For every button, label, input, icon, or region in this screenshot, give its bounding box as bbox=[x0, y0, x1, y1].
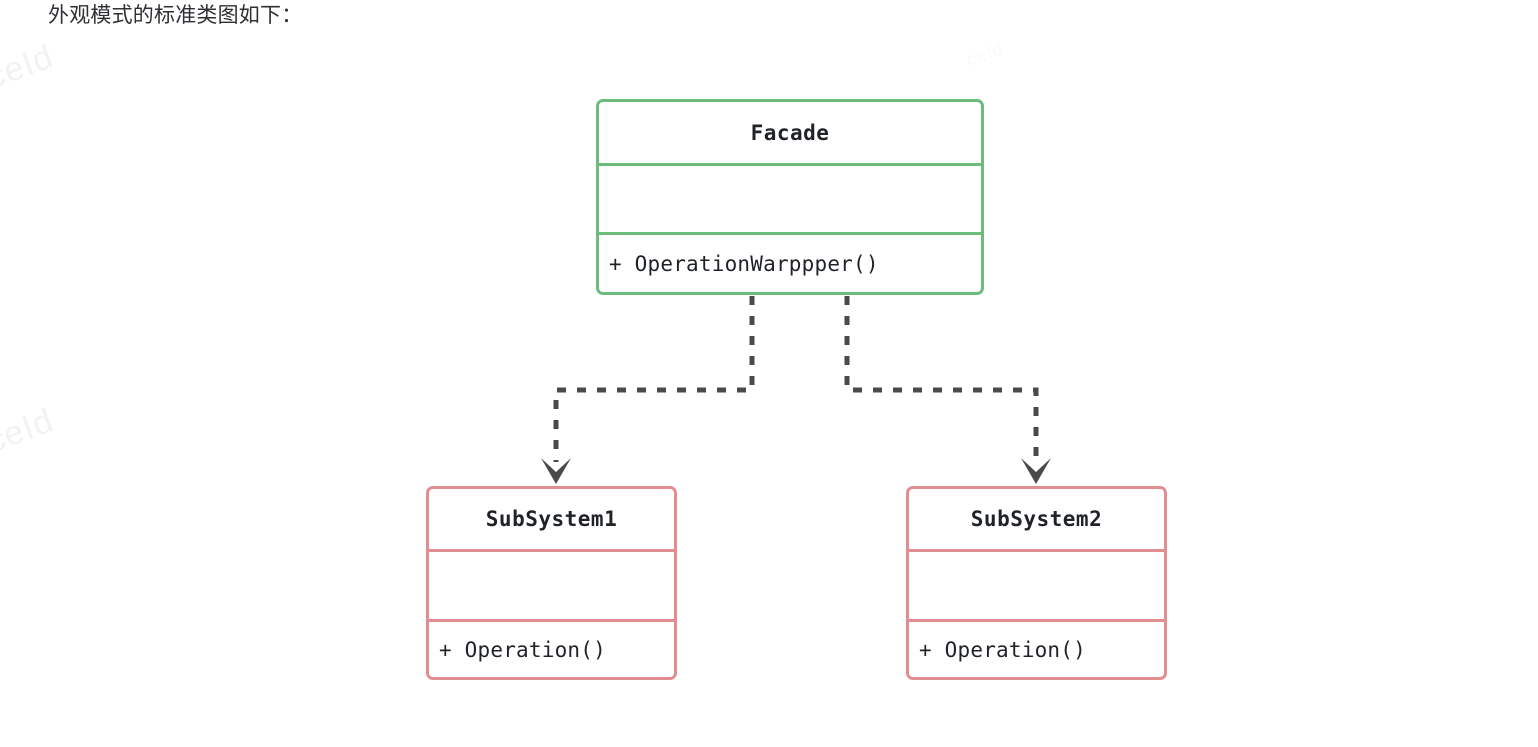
class-methods-subsystem2: + Operation() bbox=[909, 619, 1164, 677]
uml-class-subsystem2[interactable]: SubSystem2 + Operation() bbox=[906, 486, 1167, 680]
uml-class-facade[interactable]: Facade + OperationWarppper() bbox=[596, 99, 984, 295]
dependency-link-facade-subsystem1 bbox=[553, 296, 755, 462]
dependency-link-facade-subsystem2 bbox=[844, 296, 1039, 462]
class-attributes-subsystem2 bbox=[909, 549, 1164, 619]
class-name-facade: Facade bbox=[750, 120, 830, 145]
arrowhead-subsystem1 bbox=[541, 458, 571, 484]
watermark: ceId bbox=[0, 37, 59, 97]
class-name-subsystem2: SubSystem2 bbox=[970, 507, 1103, 531]
class-methods-subsystem1: + Operation() bbox=[429, 619, 674, 677]
class-methods-facade: + OperationWarppper() bbox=[599, 232, 981, 292]
arrowhead-subsystem2 bbox=[1021, 458, 1051, 484]
watermark: ceId bbox=[0, 401, 59, 461]
page-title: 外观模式的标准类图如下： bbox=[48, 4, 303, 27]
class-method: + OperationWarppper() bbox=[609, 251, 879, 276]
class-method: + Operation() bbox=[439, 637, 606, 662]
watermark: ceId bbox=[963, 38, 1007, 70]
class-attributes-subsystem1 bbox=[429, 549, 674, 619]
class-attributes-facade bbox=[599, 163, 981, 232]
class-name-subsystem1: SubSystem1 bbox=[485, 507, 618, 531]
class-method: + Operation() bbox=[919, 637, 1086, 662]
uml-class-subsystem1[interactable]: SubSystem1 + Operation() bbox=[426, 486, 677, 680]
